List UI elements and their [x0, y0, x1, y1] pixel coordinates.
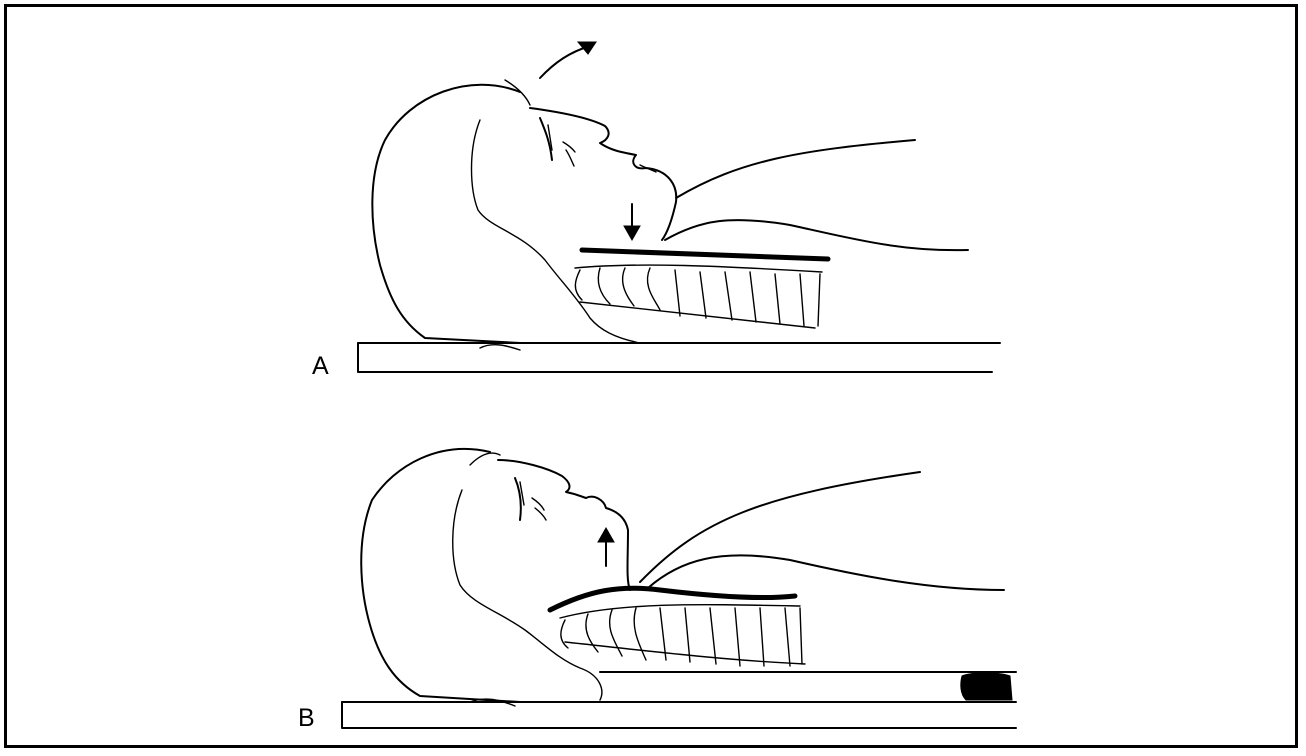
head-a [372, 80, 676, 350]
panel-label-a: A [312, 354, 329, 379]
panel-b [342, 449, 1016, 728]
shoulder-roll [961, 673, 1012, 700]
table-a [358, 343, 1000, 372]
spine-b [560, 605, 805, 666]
head-b [361, 449, 630, 706]
arm-b [640, 472, 1004, 590]
spine-a [575, 265, 822, 328]
airway-line-curved [550, 588, 795, 610]
panel-a [358, 42, 1000, 372]
table-b [342, 672, 1016, 728]
arm-a [665, 140, 968, 250]
airway-line-straight [582, 250, 828, 259]
head-tilt-arrow [540, 42, 596, 78]
panel-label-b: B [298, 706, 315, 731]
jaw-arrow-down [624, 204, 640, 240]
jaw-arrow-up [598, 528, 614, 566]
